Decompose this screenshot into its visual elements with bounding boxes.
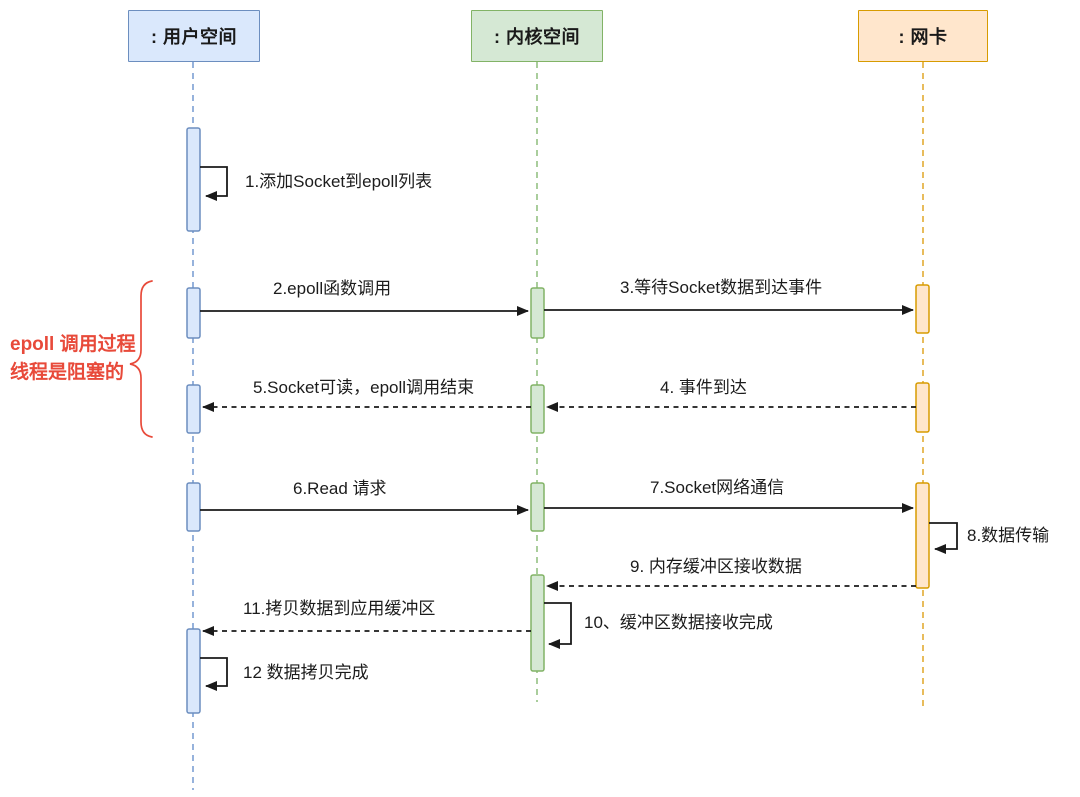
activation-user-5 [186,628,201,714]
activation-user-3 [186,384,201,434]
message-12-label: 12 数据拷贝完成 [243,663,369,682]
message-9-label: 9. 内存缓冲区接收数据 [630,557,802,576]
activation-user-2 [186,287,201,339]
message-1-self-arrow [200,166,228,201]
actor-box-user-space: : 用户空间 [128,10,260,62]
annotation-line-2: 线程是阻塞的 [10,362,125,383]
activation-kernel-1 [530,287,545,339]
activation-kernel-4 [530,574,545,672]
message-11-label: 11.拷贝数据到应用缓冲区 [243,599,436,618]
message-10-label: 10、缓冲区数据接收完成 [584,613,773,632]
message-12-self-arrow [200,657,228,691]
activation-kernel-2 [530,384,545,434]
message-3-label: 3.等待Socket数据到达事件 [620,278,823,297]
message-10-self-arrow [544,602,572,649]
actor-label-kernel-space: : 内核空间 [494,27,580,47]
annotation-line-1: epoll 调用过程 [10,334,136,355]
message-7-label: 7.Socket网络通信 [650,478,785,497]
message-4-label: 4. 事件到达 [660,378,747,397]
activation-nic-3 [915,482,930,589]
activation-nic-2 [915,382,930,433]
message-8-label: 8.数据传输 [967,526,1050,545]
actor-label-user-space: : 用户空间 [151,27,237,47]
actor-label-nic: : 网卡 [898,27,948,47]
message-6-label: 6.Read 请求 [293,479,387,498]
activation-kernel-3 [530,482,545,532]
actor-box-kernel-space: : 内核空间 [471,10,603,62]
message-2-label: 2.epoll函数调用 [273,279,392,298]
actor-box-nic: : 网卡 [858,10,988,62]
annotation-text: epoll 调用过程 线程是阻塞的 [10,331,136,387]
annotation-brace [129,280,153,438]
activation-user-1 [186,127,201,232]
message-1-label: 1.添加Socket到epoll列表 [245,172,433,191]
message-5-label: 5.Socket可读，epoll调用结束 [253,378,475,397]
message-8-self-arrow [929,522,958,554]
activation-user-4 [186,482,201,532]
activation-nic-1 [915,284,930,334]
